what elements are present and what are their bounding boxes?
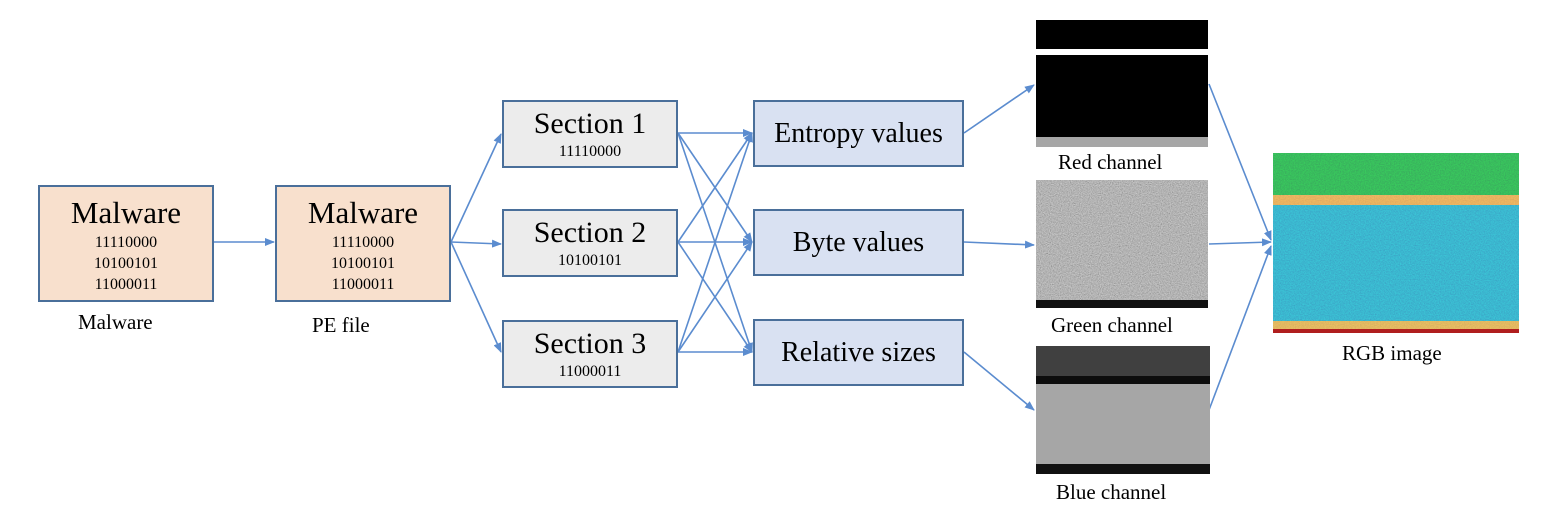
blue-channel-image bbox=[1036, 346, 1210, 474]
arrow-red-to-rgb bbox=[1208, 83, 1272, 241]
entropy-values-box: Entropy values bbox=[753, 100, 964, 167]
pe-bits-3: 11000011 bbox=[331, 276, 395, 293]
section-1-box: Section 1 11110000 bbox=[502, 100, 678, 168]
section-3-bits: 11000011 bbox=[558, 363, 622, 380]
rgb-image-caption: RGB image bbox=[1342, 341, 1442, 365]
pe-title: Malware bbox=[307, 195, 419, 230]
section-1-bits: 11110000 bbox=[558, 143, 622, 160]
red-channel-image bbox=[1036, 20, 1208, 147]
pe-file-caption: PE file bbox=[312, 313, 370, 337]
arrow-byte-to-green bbox=[963, 240, 1035, 249]
arrow-entropy-to-red bbox=[963, 84, 1035, 134]
pe-bits-2: 10100101 bbox=[331, 255, 395, 272]
malware-bits-1: 11110000 bbox=[94, 234, 158, 251]
malware-bits-2: 10100101 bbox=[94, 255, 158, 272]
malware-caption: Malware bbox=[78, 310, 153, 334]
arrow-green-to-rgb bbox=[1208, 238, 1272, 247]
arrow-sizes-to-blue bbox=[963, 351, 1035, 411]
section-3-title: Section 3 bbox=[533, 327, 647, 360]
relative-sizes-label: Relative sizes bbox=[781, 337, 936, 368]
arrow-pe-to-section1 bbox=[450, 133, 502, 243]
entropy-values-label: Entropy values bbox=[774, 118, 943, 149]
section-2-bits: 10100101 bbox=[558, 252, 622, 269]
green-channel-caption: Green channel bbox=[1051, 313, 1173, 337]
relative-sizes-box: Relative sizes bbox=[753, 319, 964, 386]
pe-bits-1: 11110000 bbox=[331, 234, 395, 251]
arrow-s2-to-entropy bbox=[677, 132, 753, 243]
byte-values-box: Byte values bbox=[753, 209, 964, 276]
malware-title: Malware bbox=[70, 195, 182, 230]
arrow-s3-to-byte bbox=[677, 241, 753, 353]
red-channel-caption: Red channel bbox=[1058, 150, 1163, 174]
malware-box: Malware 11110000 10100101 11000011 bbox=[38, 185, 214, 302]
pe-file-box: Malware 11110000 10100101 11000011 bbox=[275, 185, 451, 302]
section-2-box: Section 2 10100101 bbox=[502, 209, 678, 277]
arrow-pe-to-section2 bbox=[450, 239, 502, 248]
byte-values-label: Byte values bbox=[792, 227, 925, 258]
section-2-title: Section 2 bbox=[533, 216, 647, 249]
section-3-box: Section 3 11000011 bbox=[502, 320, 678, 388]
section-1-title: Section 1 bbox=[533, 107, 647, 140]
arrow-blue-to-rgb bbox=[1208, 245, 1272, 411]
rgb-image bbox=[1273, 153, 1519, 333]
arrow-s3-to-entropy bbox=[677, 132, 753, 353]
blue-channel-caption: Blue channel bbox=[1056, 480, 1167, 504]
malware-bits-3: 11000011 bbox=[94, 276, 158, 293]
arrow-pe-to-section3 bbox=[450, 241, 502, 353]
green-channel-image bbox=[1036, 180, 1208, 308]
